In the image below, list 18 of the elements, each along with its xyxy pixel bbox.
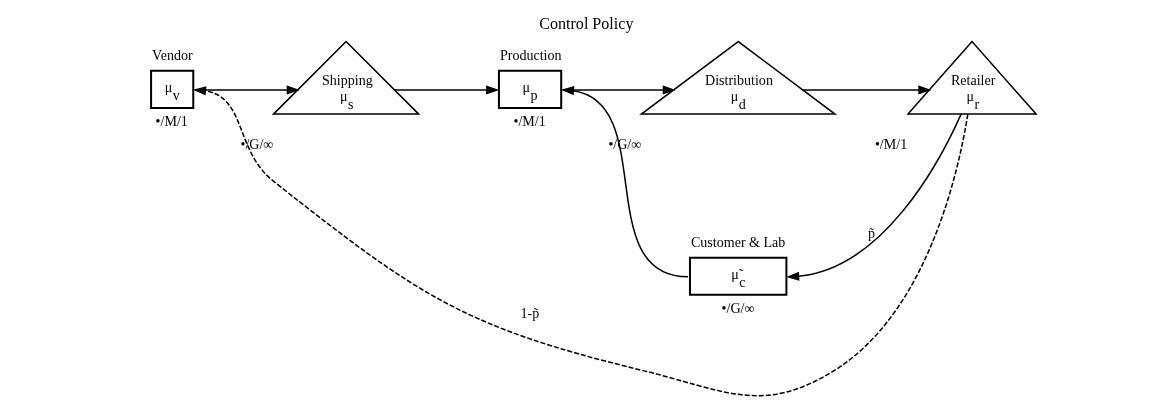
arrow — [193, 86, 969, 397]
node-label: Vendor — [152, 46, 193, 63]
node-label: •/G/∞ — [721, 300, 755, 317]
arrow — [562, 85, 676, 95]
diagram-title: Control Policy — [539, 14, 634, 32]
node-label: •/M/1 — [513, 113, 546, 130]
arrow — [393, 85, 500, 95]
edge-label: p̃ — [867, 224, 875, 241]
edge-label: 1-p̃ — [520, 305, 540, 322]
arrow — [786, 113, 962, 281]
node-label: Production — [499, 46, 562, 63]
arrow — [194, 85, 300, 95]
node-label: •/M/1 — [155, 113, 188, 130]
arrow — [802, 85, 932, 95]
node-label: •/G/∞ — [240, 136, 274, 153]
node-label: Customer & Lab — [690, 233, 786, 250]
node-label: •/M/1 — [874, 136, 908, 153]
arrow — [560, 86, 689, 278]
